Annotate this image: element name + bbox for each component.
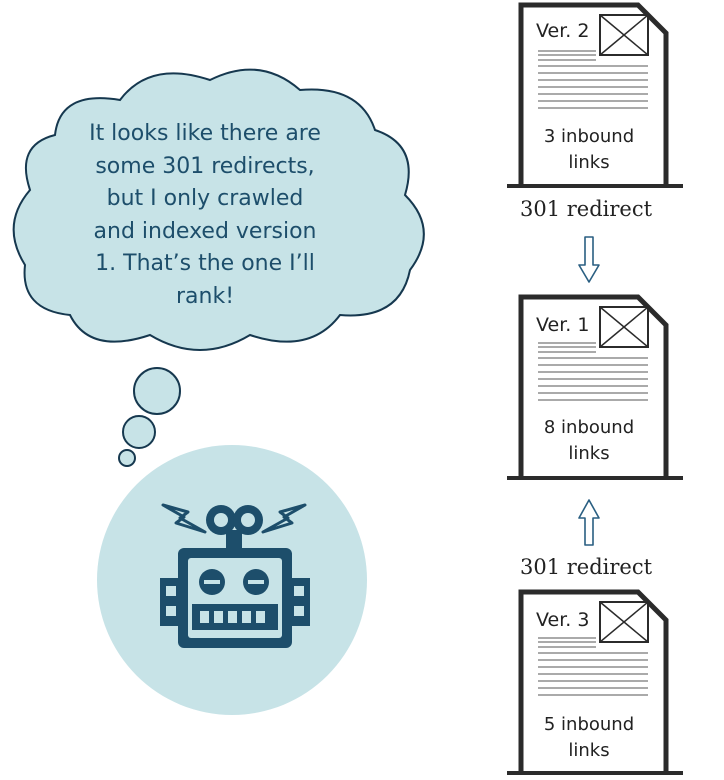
thought-dot-small — [118, 449, 136, 467]
page-links-label: 5 inbound links — [514, 712, 664, 764]
thought-line: 1. That’s the one I’ll — [95, 251, 315, 276]
redirect-label: 301 redirect — [519, 555, 653, 579]
links-unit: links — [568, 740, 610, 761]
page-version-label: Ver. 2 — [536, 20, 590, 42]
pages-layer — [507, 2, 683, 775]
thought-line: It looks like there are — [89, 121, 321, 146]
thought-bubble — [12, 68, 425, 467]
links-unit: links — [568, 443, 610, 464]
thought-cloud — [12, 68, 425, 351]
links-count: 5 inbound — [543, 714, 635, 735]
thought-line: rank! — [175, 283, 235, 309]
thought-bubble-text: It looks like there are some 301 redirec… — [60, 118, 350, 313]
page-document — [507, 2, 683, 188]
down-arrow — [578, 236, 600, 283]
lightning-bolt-icon-right — [261, 503, 307, 534]
thought-line: some 301 redirects, — [95, 153, 315, 179]
page-links-label: 3 inbound links — [514, 124, 664, 176]
thought-line: but I only crawled — [106, 186, 304, 211]
page-document — [507, 589, 683, 775]
thought-dot-large — [133, 367, 181, 415]
redirect-label: 301 redirect — [519, 197, 653, 221]
links-count: 8 inbound — [543, 417, 635, 438]
robot-icon — [160, 505, 310, 648]
thought-line: and indexed version — [93, 218, 317, 244]
lightning-bolt-icon-left — [161, 503, 207, 534]
links-unit: links — [568, 152, 610, 173]
page-version-label: Ver. 3 — [536, 609, 590, 631]
up-arrow — [578, 499, 600, 546]
image-placeholder-line — [599, 14, 649, 56]
page-version-label: Ver. 1 — [536, 314, 590, 336]
page-document — [507, 294, 683, 480]
thought-dot-medium — [122, 415, 156, 449]
page-links-label: 8 inbound links — [514, 415, 664, 467]
links-count: 3 inbound — [543, 126, 635, 147]
image-placeholder-line — [599, 306, 649, 348]
image-placeholder-line — [599, 601, 649, 643]
